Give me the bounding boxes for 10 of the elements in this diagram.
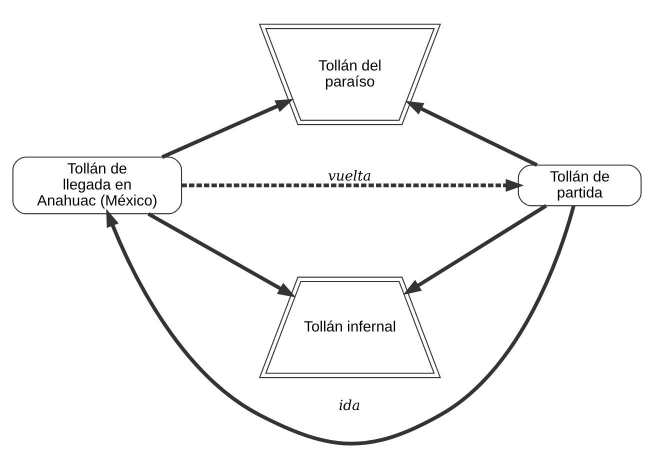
arrow <box>106 204 576 446</box>
edge-label: vuelta <box>328 168 372 184</box>
arrow <box>161 98 294 158</box>
node-box: Tollán de partida <box>518 164 642 206</box>
arrow <box>403 204 548 294</box>
edge-label: ida <box>338 397 360 414</box>
node-box: Tollán de llegada en Anahuac (México) <box>12 156 182 214</box>
arrow <box>147 212 296 297</box>
arrow <box>182 178 524 192</box>
arrow <box>405 100 538 166</box>
